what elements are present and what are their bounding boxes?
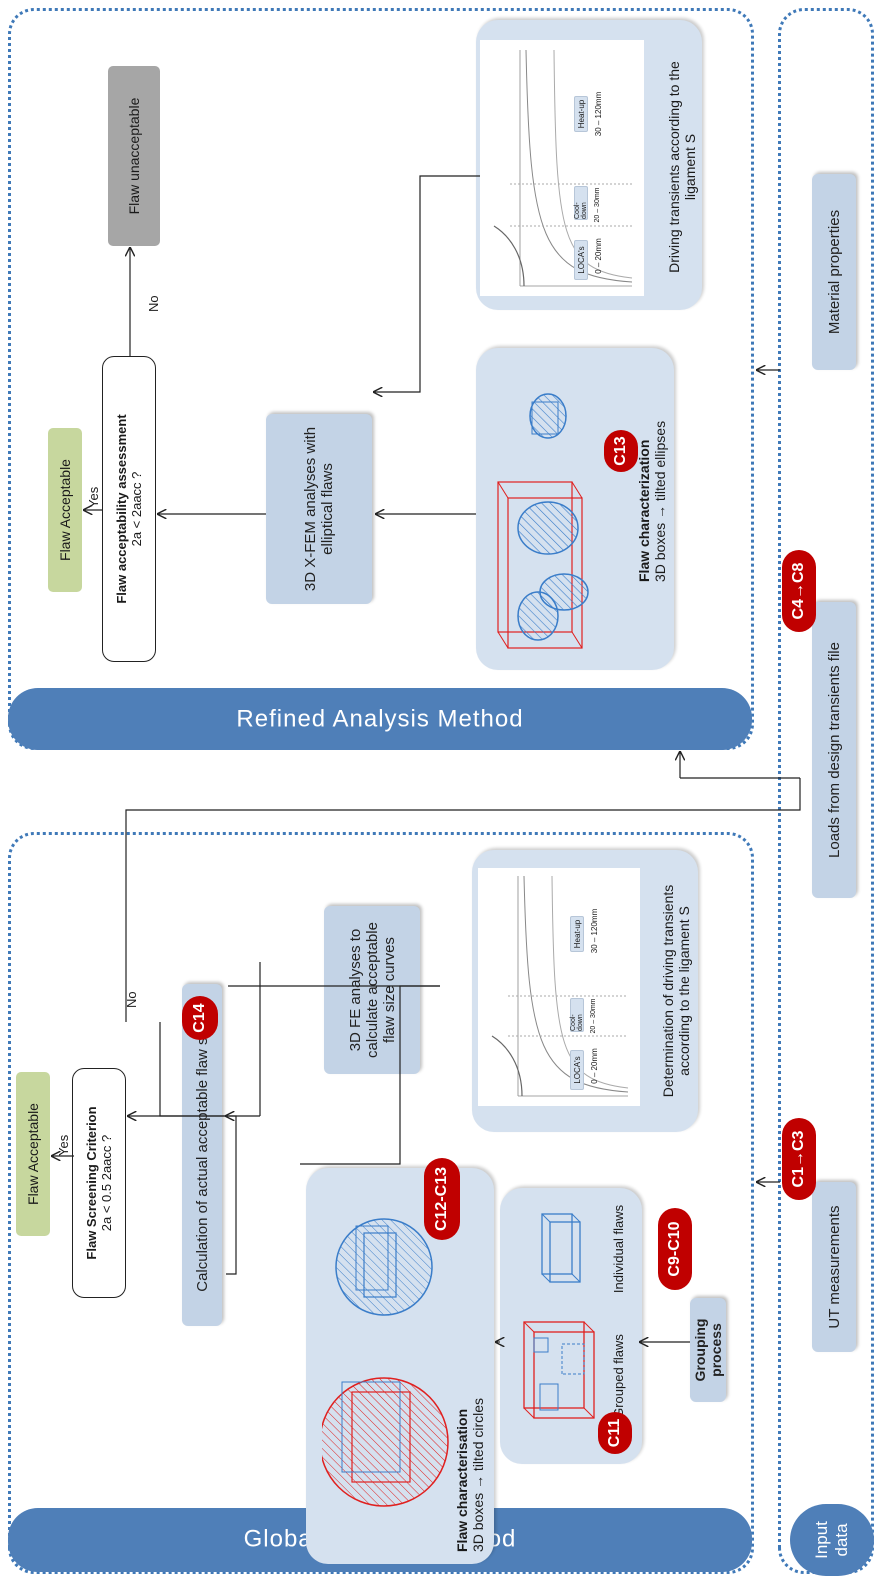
refined-transient-curves <box>493 49 633 287</box>
individual-flaws-illustration <box>541 1213 581 1283</box>
tilted-circles-illustration <box>322 1218 449 1507</box>
global-transient-chart: LOCA's Cool-down Heat-up 0 – 20mm 20 – 3… <box>478 868 640 1106</box>
global-transient-curves <box>491 875 629 1097</box>
tilted-ellipses-illustration <box>497 393 589 649</box>
refined-transient-chart: LOCA's Cool-down Heat-up 0 – 20mm 20 – 3… <box>480 40 644 296</box>
grouped-flaws-illustration <box>523 1321 595 1419</box>
